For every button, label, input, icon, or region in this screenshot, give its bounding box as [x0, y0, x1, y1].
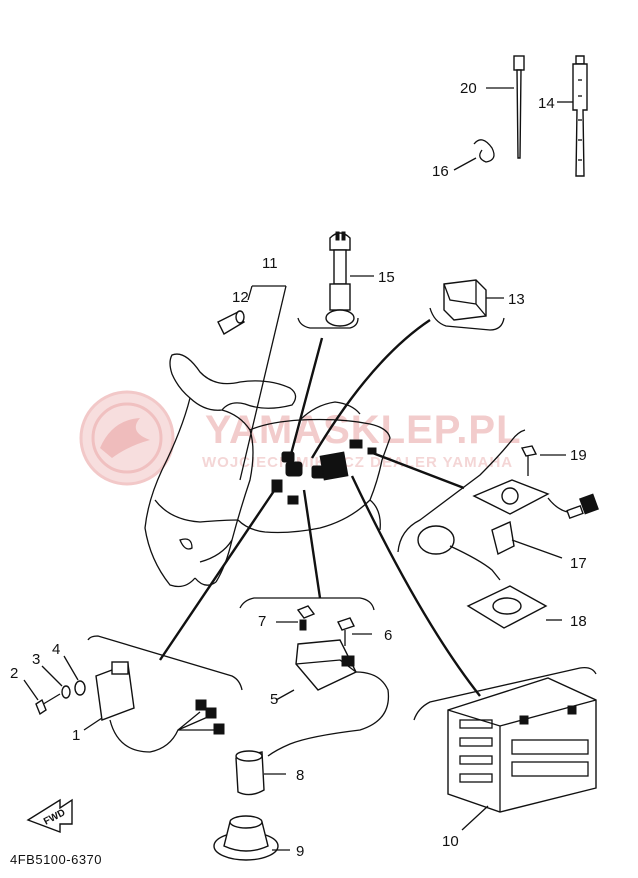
callout-17: 17: [570, 555, 587, 572]
part-10-battery: [447, 677, 597, 831]
part-19-bolt: [520, 445, 566, 476]
part-4-grommet: [63, 655, 86, 696]
callout-15: 15: [378, 269, 395, 286]
callout-14: 14: [538, 95, 555, 112]
part-9-boot: [213, 815, 290, 861]
scooter-body-outline: [144, 353, 391, 588]
callout-9: 9: [296, 843, 304, 860]
callout-16: 16: [432, 163, 449, 180]
callout-7: 7: [258, 613, 266, 630]
callout-1: 1: [72, 727, 80, 744]
part-17-fuel-sender: [417, 479, 599, 581]
callout-20: 20: [460, 80, 477, 97]
part-1-cdi-unit: [83, 661, 225, 753]
callout-10: 10: [442, 833, 459, 850]
callout-11: 11: [262, 255, 278, 272]
watermark-tagline: WOJCIECH MIKA CZ DEALER YAMAHA: [202, 454, 513, 471]
diagram-code: 4FB5100-6370: [10, 852, 102, 867]
part-5-ignition-coil: [267, 639, 390, 757]
center-cluster: [271, 439, 377, 505]
part-18-gasket: [466, 585, 562, 629]
callout-2: 2: [10, 665, 18, 682]
callout-18: 18: [570, 613, 587, 630]
leader-lines: [159, 285, 481, 697]
part-12-fuse: [217, 310, 245, 335]
part-16-clip: [453, 139, 495, 171]
callout-3: 3: [32, 651, 40, 668]
part-14-cable-band: [557, 55, 588, 177]
callout-12: 12: [232, 289, 249, 306]
callout-4: 4: [52, 641, 60, 658]
watermark: YAMASKLEP.PL WOJCIECH MIKA CZ DEALER YAM…: [79, 390, 522, 486]
callout-labels: 1 2 3 4 5 6 7 8 9 10 11 12 13 14 15 16 1…: [10, 80, 587, 860]
callout-5: 5: [270, 691, 278, 708]
part-15-sensor: [325, 231, 374, 327]
callout-6: 6: [384, 627, 392, 644]
part-20-cable-tie: [486, 55, 525, 159]
callout-13: 13: [508, 291, 525, 308]
bracket-lines: [87, 307, 597, 721]
part-8-plug-cap: [235, 750, 286, 796]
part-3-washer: [41, 665, 71, 699]
callout-19: 19: [570, 447, 587, 464]
part-6-bolt: [337, 617, 372, 646]
callout-8: 8: [296, 767, 304, 784]
part-7-bolt: [276, 605, 316, 631]
fwd-arrow-icon: FWD: [26, 798, 73, 834]
watermark-logo-icon: [79, 390, 175, 486]
watermark-brand: YAMASKLEP.PL: [205, 408, 522, 452]
part-2-bolt: [23, 679, 61, 716]
part-13-relay: [443, 279, 504, 321]
